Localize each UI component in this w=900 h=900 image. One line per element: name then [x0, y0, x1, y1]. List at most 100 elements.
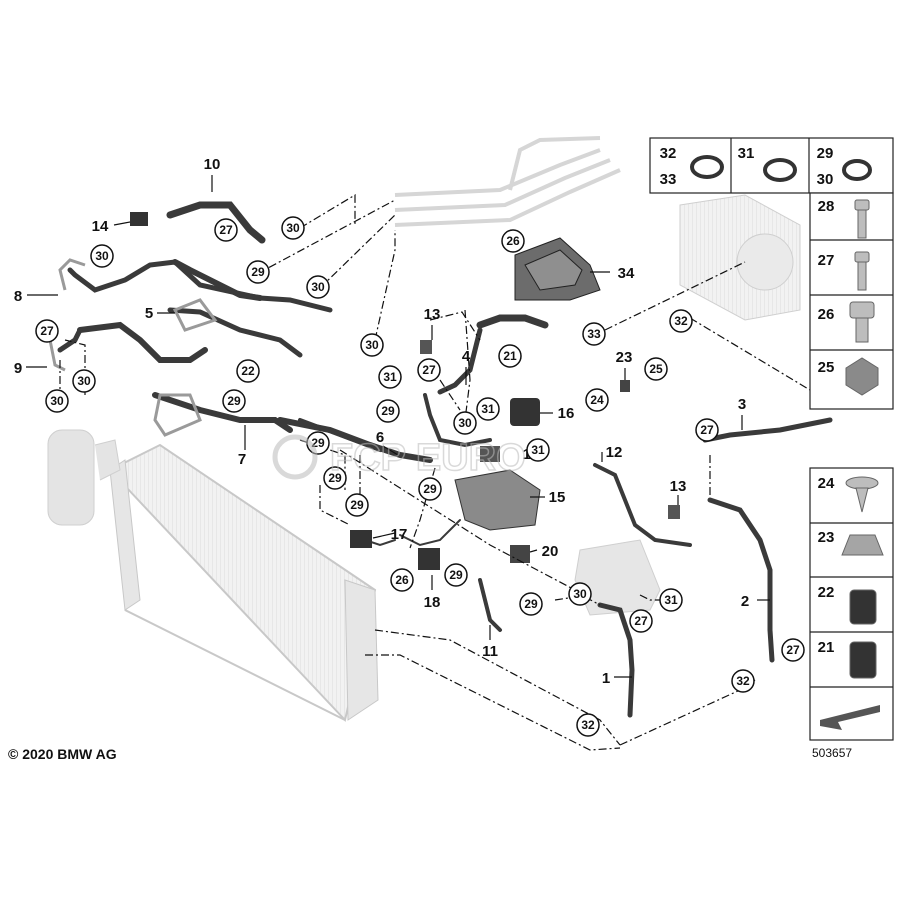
screw-27-head-icon — [854, 251, 870, 263]
cap-22-icon — [849, 589, 877, 625]
callout-label: 32 — [736, 674, 750, 688]
callout-label: 27 — [422, 363, 436, 377]
part-label-16: 16 — [558, 405, 575, 422]
callout-circle — [585, 388, 609, 412]
callout-circle — [376, 399, 400, 423]
callout-circle — [781, 638, 805, 662]
callout-c30_d: 30 — [360, 333, 384, 357]
part-18-body — [418, 548, 440, 570]
callout-label: 26 — [506, 234, 520, 248]
callout-label: 25 — [649, 362, 663, 376]
callout-c29_b: 29 — [376, 399, 400, 423]
callout-circle — [519, 592, 543, 616]
callout-circle — [526, 438, 550, 462]
cap-21-icon — [849, 641, 877, 679]
panel-label-27: 27 — [818, 252, 835, 269]
callout-label: 24 — [590, 393, 604, 407]
part-label-8: 8 — [14, 288, 22, 305]
clip-23-icon — [841, 534, 884, 556]
screw-26-head-icon — [849, 301, 875, 319]
callout-circle — [214, 218, 238, 242]
callout-circle — [731, 669, 755, 693]
bracket-34 — [514, 237, 601, 301]
callout-label: 27 — [219, 223, 233, 237]
part-label-18: 18 — [424, 594, 441, 611]
callout-label: 29 — [328, 471, 342, 485]
part-16-body — [510, 398, 540, 426]
callout-label: 29 — [524, 597, 538, 611]
callout-label: 33 — [587, 327, 601, 341]
callout-circle — [35, 319, 59, 343]
callout-circle — [360, 333, 384, 357]
callout-circle — [576, 713, 600, 737]
callout-label: 29 — [251, 265, 265, 279]
callout-label: 29 — [449, 568, 463, 582]
callout-circle — [644, 357, 668, 381]
callout-circle — [669, 309, 693, 333]
part-label-10: 10 — [204, 156, 221, 173]
callout-c27_c: 27 — [417, 358, 441, 382]
callout-c27_d: 27 — [629, 609, 653, 633]
callout-label: 30 — [458, 416, 472, 430]
callout-circle — [378, 365, 402, 389]
callout-label: 22 — [241, 364, 255, 378]
callout-c22_a: 22 — [236, 359, 260, 383]
callout-label: 32 — [674, 314, 688, 328]
part-23-body — [620, 380, 630, 392]
callout-circle — [390, 568, 414, 592]
callout-circle — [72, 369, 96, 393]
screw-28-shank-icon — [857, 209, 867, 239]
callout-circle — [498, 344, 522, 368]
callout-label: 21 — [503, 349, 517, 363]
callout-label: 30 — [50, 394, 64, 408]
callout-circle — [323, 466, 347, 490]
panel-label-21: 21 — [818, 639, 835, 656]
callout-c29_e: 29 — [323, 466, 347, 490]
callout-c29_i: 29 — [519, 592, 543, 616]
arrow-icon — [820, 705, 880, 730]
panel-label-24: 24 — [818, 475, 835, 492]
part-label-34: 34 — [618, 265, 635, 282]
panel-label-30: 30 — [817, 171, 834, 188]
callout-label: 26 — [395, 573, 409, 587]
nut-25-icon — [845, 357, 879, 396]
callout-label: 30 — [365, 338, 379, 352]
callout-circle — [345, 493, 369, 517]
callout-circle — [629, 609, 653, 633]
callout-c24_a: 24 — [585, 388, 609, 412]
part-label-5: 5 — [145, 305, 153, 322]
part-label-9: 9 — [14, 360, 22, 377]
callout-c29_c: 29 — [222, 389, 246, 413]
callout-circle — [476, 397, 500, 421]
hardware-icons — [841, 199, 884, 679]
part-label-12: 12 — [606, 444, 623, 461]
panel-label-28: 28 — [818, 198, 835, 215]
callout-c29_h: 29 — [444, 563, 468, 587]
watermark: FCP EURO — [272, 434, 526, 480]
callout-label: 29 — [227, 394, 241, 408]
screw-24-tip-icon — [855, 487, 869, 513]
part-19-body — [480, 446, 500, 462]
part-20-body — [510, 545, 530, 563]
callout-label: 27 — [786, 643, 800, 657]
screw-26-shank-icon — [855, 317, 869, 343]
panel-label-25: 25 — [818, 359, 835, 376]
callout-c32_a: 32 — [669, 309, 693, 333]
callout-label: 29 — [350, 498, 364, 512]
callout-label: 27 — [40, 324, 54, 338]
pipe-loops — [48, 258, 218, 437]
callout-label: 30 — [286, 221, 300, 235]
callout-c32_b: 32 — [731, 669, 755, 693]
callout-circle — [281, 216, 305, 240]
receiver-drier — [47, 429, 121, 526]
callout-c21_a: 21 — [498, 344, 522, 368]
callout-label: 30 — [311, 280, 325, 294]
callout-circle — [453, 411, 477, 435]
callout-circle — [246, 260, 270, 284]
callout-c31_c: 31 — [526, 438, 550, 462]
panel-label-23: 23 — [818, 529, 835, 546]
part-label-20: 20 — [542, 543, 559, 560]
callout-c33_a: 33 — [582, 322, 606, 346]
